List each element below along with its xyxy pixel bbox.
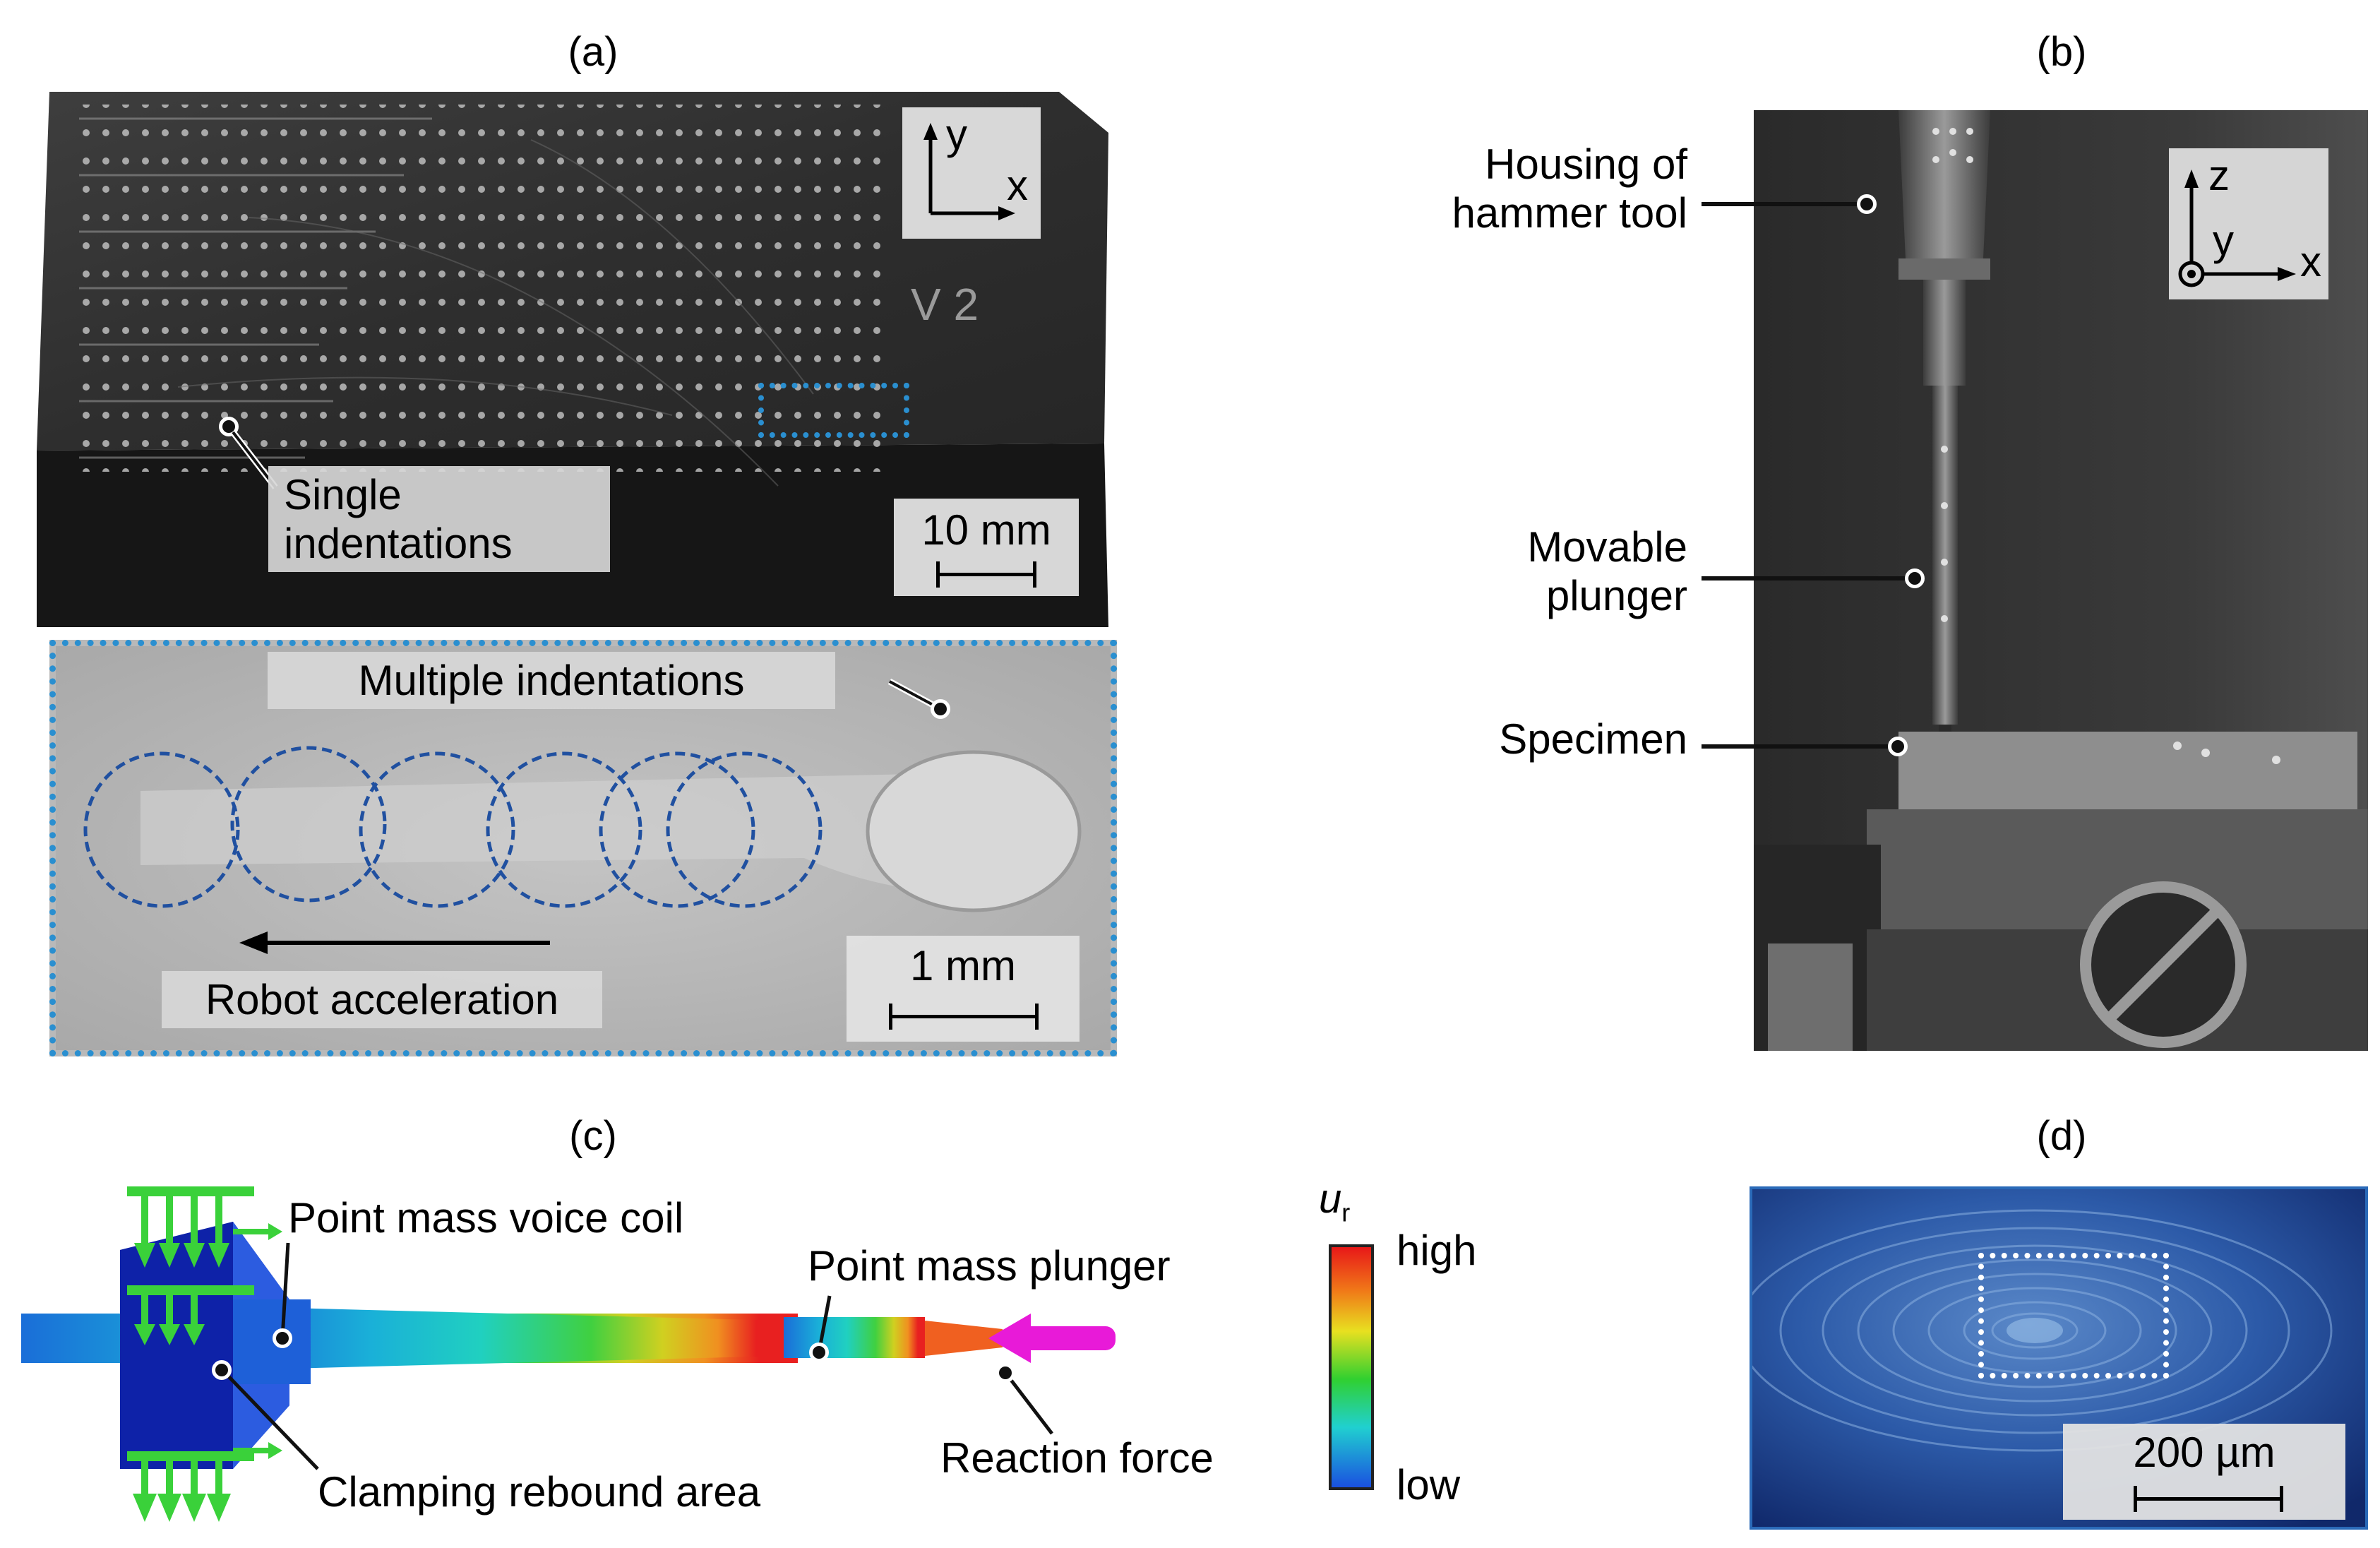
callout-single-line1: Single [284, 471, 402, 518]
legend-symbol-u: u [1319, 1176, 1342, 1222]
scale-bar-1mm: 1 mm [847, 936, 1080, 1042]
callout-plunger-line1: Movable [1527, 523, 1687, 571]
callout-dot-reaction [995, 1363, 1015, 1383]
scale-label-1mm: 1 mm [910, 942, 1016, 989]
axis-label-y: y [946, 111, 967, 158]
axis-label-z: z [2208, 152, 2230, 199]
callout-plunger-line2: plunger [1545, 572, 1687, 619]
axis-label-x: x [1007, 162, 1028, 209]
legend-symbol-sub: r [1341, 1198, 1351, 1227]
callout-dot-multiple [931, 699, 950, 719]
legend-symbol: ur [1319, 1175, 1350, 1228]
callout-reaction-force: Reaction force [940, 1434, 1214, 1482]
stamp-text: V 2 [911, 279, 979, 330]
callout-plunger: Movable plunger [1398, 523, 1687, 620]
callout-voice-coil: Point mass voice coil [288, 1194, 684, 1242]
scale-line-200um [2134, 1486, 2283, 1512]
legend-colorbar [1329, 1244, 1374, 1490]
callout-dot-plunger-mass [809, 1342, 829, 1362]
callout-housing-line1: Housing of [1485, 141, 1687, 188]
callout-dot-voice-coil [273, 1328, 292, 1348]
zoom-region-marker [758, 383, 909, 438]
zoomed-indentation-image: Multiple indentations Robot acceleration… [49, 640, 1117, 1056]
axis-label-x-b: x [2300, 238, 2321, 285]
callout-dot-plunger [1905, 568, 1925, 588]
callout-single-line2: indentations [284, 520, 513, 567]
callout-clamping: Clamping rebound area [318, 1468, 761, 1516]
panel-label-c: (c) [569, 1113, 617, 1159]
callout-single-indentations: Single indentations [268, 466, 610, 572]
panel-label-b: (b) [2036, 29, 2087, 75]
callout-dot-clamping [212, 1360, 232, 1380]
callout-specimen: Specimen [1499, 715, 1687, 763]
callout-housing-line2: hammer tool [1452, 189, 1687, 237]
callout-dot-single [219, 417, 239, 436]
microscope-image: 200 µm [1750, 1186, 2368, 1530]
scale-bar-10mm: 10 mm [894, 499, 1079, 596]
callout-housing: Housing of hammer tool [1398, 140, 1687, 237]
callout-point-mass-plunger: Point mass plunger [808, 1242, 1171, 1290]
axes-indicator-xy: y x [902, 107, 1041, 239]
scale-line-1mm [889, 1004, 1039, 1030]
scale-line-10mm [936, 561, 1036, 588]
axis-label-y-b: y [2213, 217, 2234, 264]
zoom-region-marker-d [1978, 1253, 2169, 1379]
scale-bar-200um: 200 µm [2063, 1424, 2345, 1520]
axes-indicator-xyz: z y x [2169, 148, 2328, 299]
callout-dot-specimen [1888, 737, 1908, 756]
scale-label-200um: 200 µm [2133, 1429, 2276, 1476]
callout-multiple-indentations: Multiple indentations [268, 652, 835, 709]
callout-dot-housing [1857, 194, 1877, 214]
callout-robot-acceleration: Robot acceleration [162, 971, 602, 1028]
scale-label-10mm: 10 mm [921, 506, 1051, 554]
legend-high: high [1397, 1227, 1477, 1274]
panel-label-d: (d) [2036, 1113, 2087, 1159]
panel-label-a: (a) [568, 29, 618, 75]
legend-low: low [1397, 1461, 1461, 1508]
